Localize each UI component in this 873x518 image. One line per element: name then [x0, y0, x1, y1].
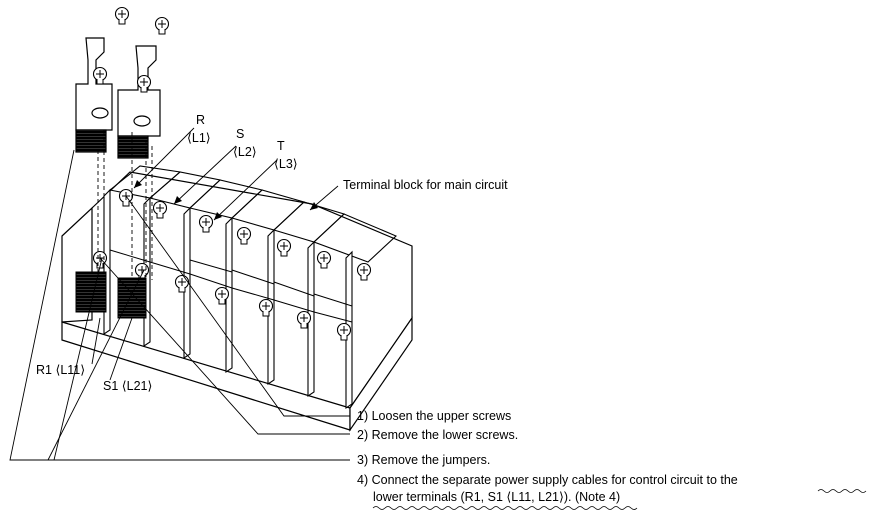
label-s-alt: ⟨L2⟩ — [233, 145, 257, 159]
label-r1: R1 ⟨L11⟩ — [36, 363, 85, 377]
label-arrowheads — [134, 180, 318, 220]
step-leaders — [9, 149, 350, 461]
label-s: S — [236, 127, 244, 141]
label-r-alt: ⟨L1⟩ — [187, 131, 211, 145]
removed-screws — [92, 6, 170, 93]
instruction-steps: 1) Loosen the upper screws 2) Remove the… — [357, 409, 738, 504]
label-t-alt: ⟨L3⟩ — [274, 157, 298, 171]
label-r: R — [196, 113, 205, 127]
wavy-underlines — [372, 489, 867, 510]
label-t: T — [277, 139, 285, 153]
step-2: 2) Remove the lower screws. — [357, 428, 518, 442]
removed-jumper-right — [117, 45, 161, 159]
label-leaders — [91, 127, 339, 381]
step-3: 3) Remove the jumpers. — [357, 453, 490, 467]
step-1: 1) Loosen the upper screws — [357, 409, 511, 423]
step-4-line-2: lower terminals (R1, S1 ⟨L11, L21⟩). (No… — [373, 490, 620, 504]
lower-jumper-ends — [75, 271, 147, 319]
terminal-shelves — [109, 249, 353, 323]
label-s1: S1 ⟨L21⟩ — [103, 379, 152, 393]
removed-jumper-left — [75, 37, 113, 153]
label-terminal-block: Terminal block for main circuit — [343, 178, 508, 192]
terminal-labels: R ⟨L1⟩ S ⟨L2⟩ T ⟨L3⟩ Terminal block for … — [36, 113, 508, 393]
step-4-line-1: 4) Connect the separate power supply cab… — [357, 473, 738, 487]
